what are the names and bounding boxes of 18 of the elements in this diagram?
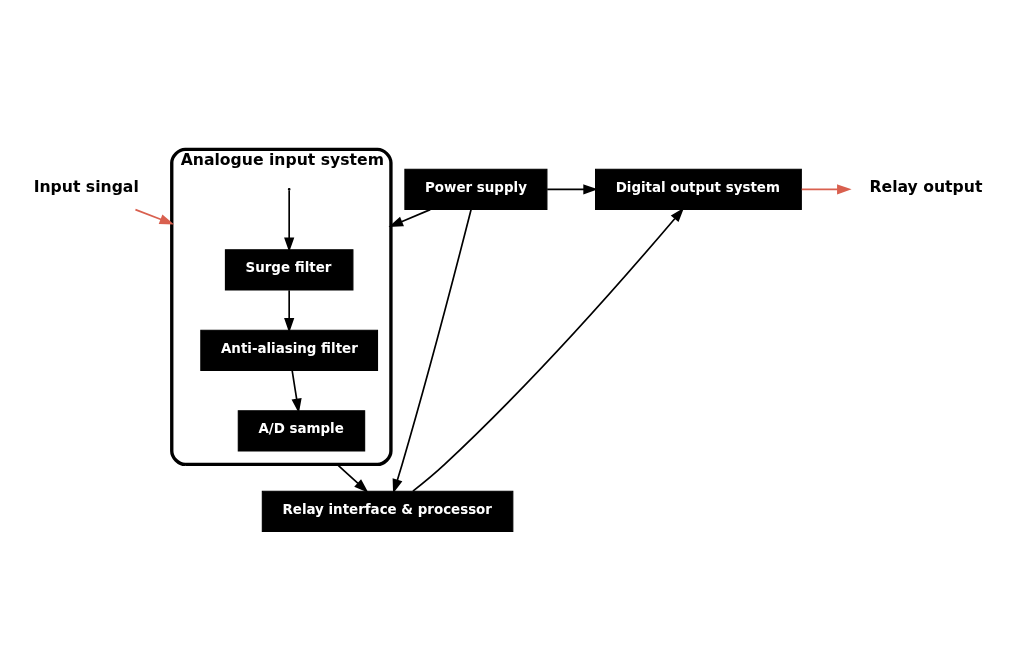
node-box: Surge filter (224, 248, 354, 291)
node-box: Relay interface & processor (261, 490, 514, 532)
arrow (388, 208, 432, 227)
arrow (800, 183, 852, 194)
arrow (412, 207, 685, 492)
node-box: Digital output system (595, 168, 802, 210)
arrow (284, 189, 295, 252)
arrow (546, 183, 598, 194)
arrow (134, 208, 175, 224)
arrow (336, 463, 369, 493)
node-text: Input singal (33, 176, 139, 196)
arrow (284, 289, 295, 333)
node-box: Power supply (404, 168, 548, 210)
node-box: A/D sample (237, 409, 366, 452)
node-box: Anti-aliasing filter (200, 329, 379, 371)
arrow (291, 369, 302, 413)
node-text: Relay output (869, 176, 983, 196)
arrow (392, 208, 472, 494)
